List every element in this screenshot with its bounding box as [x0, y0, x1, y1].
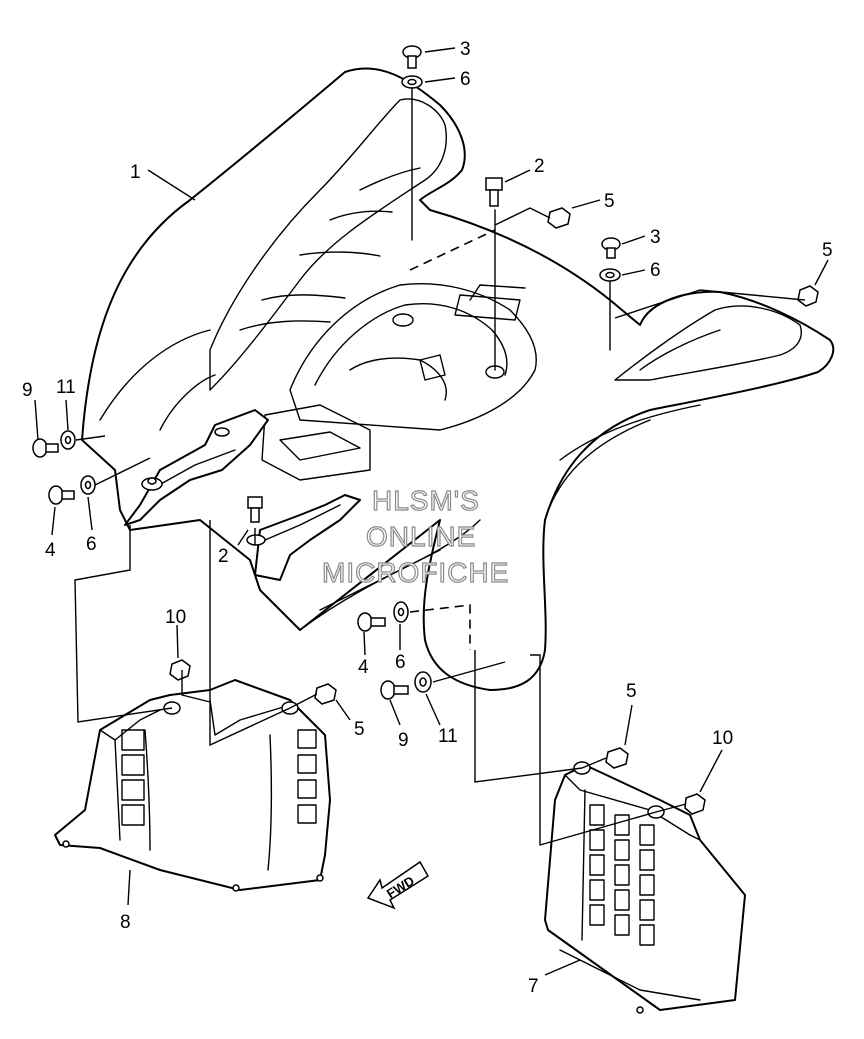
callout-7: 7: [528, 976, 539, 997]
bolt-icon: [48, 485, 75, 505]
bolt-icon: [601, 237, 621, 259]
callout-11-left: 11: [56, 377, 76, 398]
callout-10-right: 10: [712, 728, 733, 749]
bolt-icon: [32, 438, 59, 458]
fwd-arrow-icon: FWD: [366, 860, 430, 910]
callout-5-top: 5: [604, 191, 615, 212]
callout-5-right-flap: 5: [626, 681, 637, 702]
callout-8: 8: [120, 912, 131, 933]
assembly-lines: [74, 87, 806, 846]
watermark-line-2: ONLINE: [366, 521, 476, 552]
nut-icon: [605, 747, 629, 769]
callout-4-left: 4: [45, 540, 56, 561]
callout-9-center: 9: [398, 730, 409, 751]
right-flap-ribs: [589, 804, 655, 946]
callout-leaders: [34, 47, 829, 976]
washer-icon: [401, 75, 423, 89]
callout-5-far-right: 5: [822, 240, 833, 261]
nut-icon: [547, 207, 571, 229]
callout-2-center: 2: [218, 546, 229, 567]
rear-fender-part: [81, 67, 835, 691]
right-mud-flap-part: [544, 761, 746, 1014]
callout-10-left: 10: [165, 607, 186, 628]
washer-icon: [393, 601, 409, 623]
watermark-line-1: HLSM'S: [372, 485, 480, 516]
nut-icon: [797, 285, 819, 307]
callout-9-left: 9: [22, 380, 33, 401]
bolt-icon: [402, 45, 422, 69]
callout-labels: 3 6 1 2 5 3 6 5 9 11 4 6 2 4 6 9 11 10 5…: [22, 39, 833, 997]
callout-3-top: 3: [460, 39, 471, 60]
watermark-line-3: MICROFICHE: [322, 557, 509, 588]
nut-icon: [314, 683, 337, 705]
watermark: HLSM'S ONLINE MICROFICHE: [321, 484, 509, 588]
nut-icon: [169, 659, 191, 681]
bolt-icon: [485, 177, 503, 207]
callout-6-center: 6: [395, 652, 406, 673]
bolt-icon: [246, 496, 266, 546]
nut-icon: [684, 793, 706, 815]
callout-11-center: 11: [438, 726, 458, 747]
washer-icon: [60, 430, 76, 450]
callout-2-top: 2: [534, 156, 545, 177]
callout-1: 1: [130, 162, 141, 183]
washer-icon: [599, 268, 621, 282]
washer-icon: [80, 475, 96, 495]
washer-icon: [414, 671, 432, 693]
callout-5-left-flap: 5: [354, 719, 365, 740]
bolt-icon: [357, 612, 386, 632]
callout-4-center: 4: [358, 657, 369, 678]
left-mud-flap-part: [54, 679, 331, 892]
callout-6-top: 6: [460, 69, 471, 90]
callout-3-right: 3: [650, 227, 661, 248]
callout-6-right: 6: [650, 260, 661, 281]
callout-6-left: 6: [86, 534, 97, 555]
left-flap-ribs: [121, 729, 317, 826]
bolt-icon: [380, 680, 409, 700]
